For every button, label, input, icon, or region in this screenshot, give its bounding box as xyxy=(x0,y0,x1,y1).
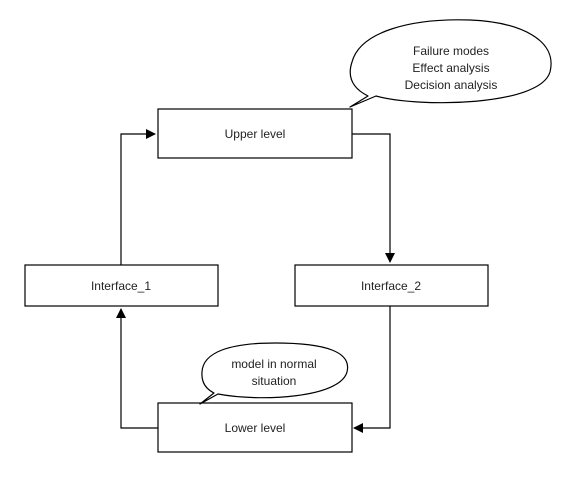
callout-lower-line-2: situation xyxy=(252,374,297,388)
connector-upper-to-interface2 xyxy=(352,133,395,263)
callout-upper: Failure modes Effect analysis Decision a… xyxy=(349,19,552,108)
callout-lower-line-1: model in normal xyxy=(231,357,316,371)
callout-upper-line-1: Failure modes xyxy=(413,44,489,58)
connector-interface1-to-upper xyxy=(120,129,156,265)
node-interface-2[interactable]: Interface_2 xyxy=(294,264,489,307)
node-interface-2-label: Interface_2 xyxy=(361,279,421,293)
node-interface-1[interactable]: Interface_1 xyxy=(24,264,219,307)
node-interface-1-label: Interface_1 xyxy=(91,279,151,293)
callout-upper-line-3: Decision analysis xyxy=(405,78,498,92)
callout-upper-line-2: Effect analysis xyxy=(412,61,489,75)
connector-lower-to-interface1 xyxy=(116,308,158,429)
callout-upper-bubble xyxy=(349,19,552,108)
node-lower-level[interactable]: Lower level xyxy=(157,402,353,453)
node-upper-level-label: Upper level xyxy=(225,127,286,141)
callout-lower-bubble xyxy=(199,342,349,405)
node-lower-level-label: Lower level xyxy=(225,421,286,435)
connector-interface2-to-lower xyxy=(353,305,391,433)
callout-lower: model in normal situation xyxy=(199,342,349,405)
node-upper-level[interactable]: Upper level xyxy=(157,108,353,159)
